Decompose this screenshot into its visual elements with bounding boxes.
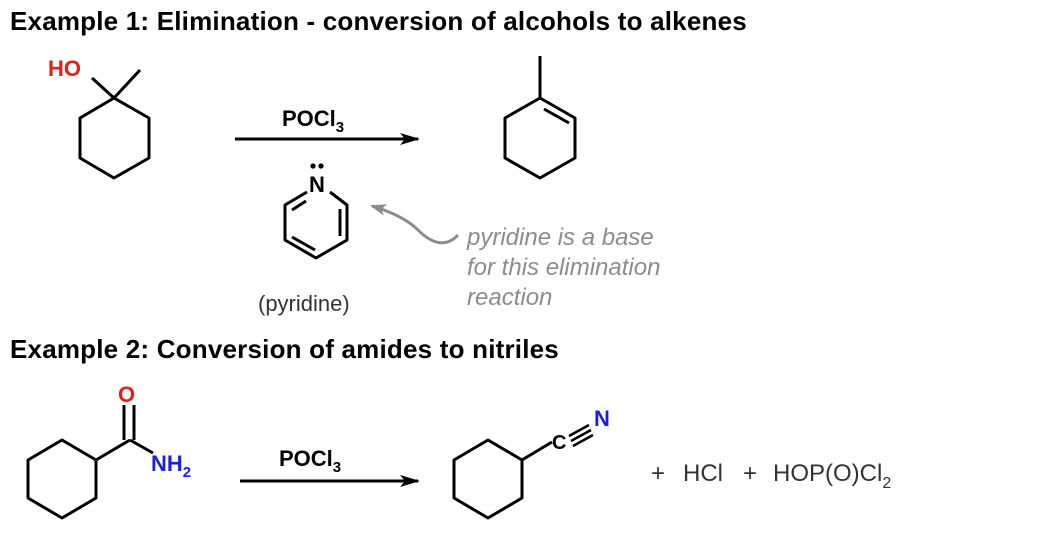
annotation-line-1: pyridine is a base [466, 224, 654, 251]
hcl-label: HCl [683, 460, 723, 487]
nitrile-carbon-label: C [552, 432, 566, 454]
example-1-heading: Example 1: Elimination - conversion of a… [10, 6, 747, 36]
hydroxyl-label: HO [48, 56, 81, 81]
methylcyclohexene-molecule [503, 56, 577, 180]
triple-bond [568, 423, 594, 448]
pyridine-nitrogen-label: N [309, 172, 325, 197]
nitrile-nitrogen-label: N [594, 406, 610, 431]
reagent-label-1: POCl3 [282, 106, 344, 136]
pyridine-caption: (pyridine) [258, 291, 350, 316]
lone-pair-dot-right [318, 163, 324, 169]
annotation-line-2: for this elimination [467, 254, 660, 281]
plus-sign-1: + [651, 460, 665, 487]
hop-label: HOP(O)Cl [773, 460, 882, 487]
methyl-bond [112, 68, 142, 100]
hydroxyl-bond [90, 76, 116, 100]
reagent-label-2: POCl3 [279, 446, 341, 476]
lone-pair-dot-left [310, 163, 316, 169]
annotation-text: pyridine is a base for this elimination … [466, 224, 667, 311]
methylcyclohexanol-molecule [78, 68, 151, 180]
annotation-line-3: reaction [467, 284, 552, 311]
example-2-heading: Example 2: Conversion of amides to nitri… [10, 334, 559, 364]
plus-sign-2: + [743, 460, 757, 487]
cyclohexane-ring [78, 96, 151, 180]
cyclohexanecarbonitrile-molecule [452, 438, 553, 520]
amide-group-label: NH2 [151, 451, 191, 481]
pyridine-molecule [283, 190, 349, 260]
annotation-arrow [370, 204, 460, 245]
hop-subscript: 2 [882, 475, 891, 492]
carbonyl-oxygen-label: O [118, 382, 135, 407]
byproducts-text: + HCl + HOP(O)Cl2 [651, 460, 891, 492]
cyclohexanecarboxamide-molecule [26, 405, 154, 520]
